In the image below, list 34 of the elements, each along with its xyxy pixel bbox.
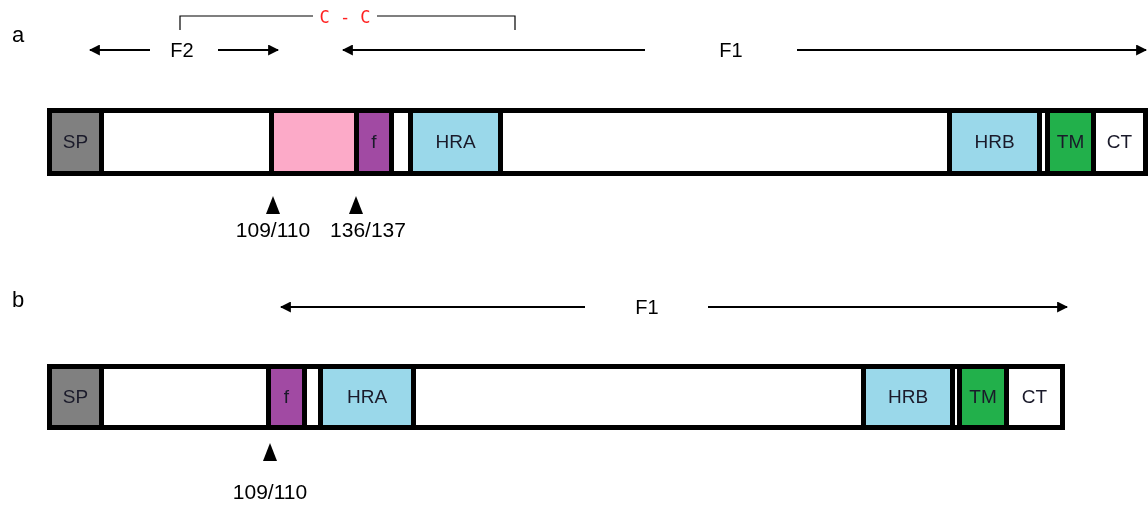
- domain-box: [962, 369, 1009, 425]
- domain-box: [52, 369, 104, 425]
- fragment-label: F2: [170, 38, 194, 62]
- domain-label: SP: [62, 386, 89, 408]
- domain-label: HRA: [435, 131, 476, 153]
- protein-bar: [47, 108, 1148, 176]
- fragment-label: F1: [635, 295, 659, 319]
- domain-box: [271, 369, 307, 425]
- panel-letter: a: [11, 22, 25, 48]
- domain-box: [359, 113, 394, 171]
- domain-box: [323, 369, 416, 425]
- domain-label: f: [371, 131, 377, 153]
- domain-label: f: [283, 386, 290, 408]
- domain-label: TM: [1056, 131, 1085, 153]
- cleavage-site-label: 136/137: [330, 218, 406, 242]
- domain-label: HRB: [887, 386, 929, 408]
- domain-box: [52, 113, 104, 171]
- domain-label: CT: [1021, 386, 1048, 408]
- cleavage-site-label: 109/110: [232, 480, 308, 504]
- domain-box: [413, 113, 503, 171]
- domain-label: CT: [1106, 131, 1133, 153]
- domain-label: HRA: [346, 386, 388, 408]
- cleavage-site-label: 109/110: [235, 218, 311, 242]
- domain-label: HRB: [974, 131, 1015, 153]
- domain-label: TM: [969, 386, 997, 408]
- domain-box: [952, 113, 1042, 171]
- fragment-label: F1: [719, 38, 743, 62]
- domain-box: [1050, 113, 1096, 171]
- domain-label: SP: [62, 131, 89, 153]
- panel-letter: b: [11, 287, 25, 313]
- domain-segment: [274, 113, 359, 171]
- protein-bar: [47, 364, 1065, 430]
- domain-box: [866, 369, 955, 425]
- disulfide-bond-label: C - C: [319, 7, 371, 27]
